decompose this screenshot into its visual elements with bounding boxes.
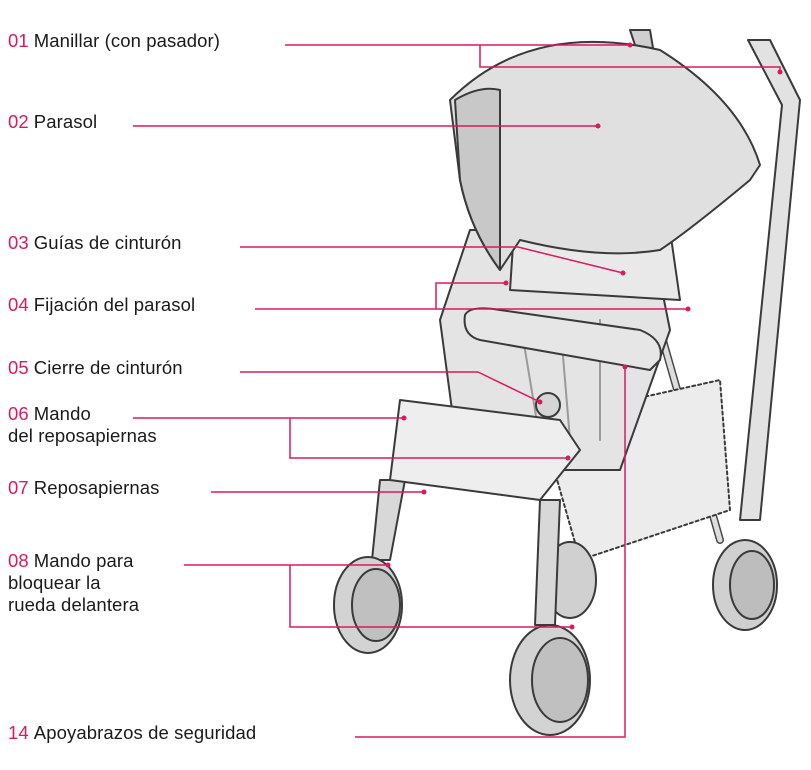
rear-frame — [739, 39, 801, 521]
callout-text: Cierre de cinturón — [33, 357, 183, 378]
callout-text-line2: del reposapiernas — [8, 425, 157, 446]
callout-text-line2: bloquear la — [8, 572, 101, 593]
buckle — [535, 392, 561, 418]
callout-number: 06 — [8, 403, 29, 424]
callout-number: 02 — [8, 111, 29, 132]
callout-number: 04 — [8, 294, 29, 315]
leader-lines — [133, 44, 781, 738]
callout-number: 01 — [8, 30, 29, 51]
callout-text: Manillar (con pasador) — [33, 30, 221, 51]
callout-text-line3: rueda delantera — [8, 594, 140, 615]
callout-number: 08 — [8, 550, 29, 571]
callout-text: Mando — [33, 403, 91, 424]
callout-number: 14 — [8, 722, 29, 743]
callout-text: Parasol — [33, 111, 98, 132]
callout-number: 05 — [8, 357, 29, 378]
legrest — [389, 399, 581, 501]
callout-text: Mando para — [33, 550, 134, 571]
callout-text: Guías de cinturón — [33, 232, 182, 253]
callout-text: Fijación del parasol — [33, 294, 196, 315]
callout-number: 07 — [8, 477, 29, 498]
callout-number: 03 — [8, 232, 29, 253]
callout-text: Apoyabrazos de seguridad — [33, 722, 257, 743]
callout-text: Reposapiernas — [33, 477, 160, 498]
